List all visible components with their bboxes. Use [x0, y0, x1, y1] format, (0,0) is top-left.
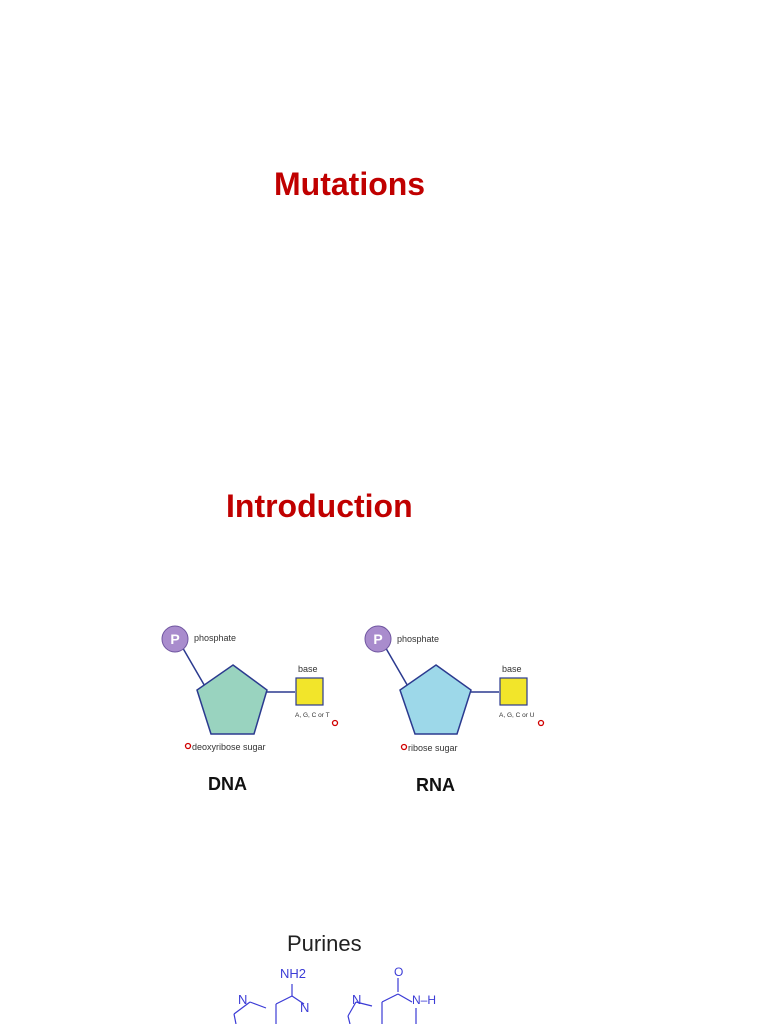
- rna-sugar-marker: [400, 743, 408, 751]
- dna-phosphate-symbol: P: [170, 631, 179, 647]
- purine-structures: NH2 N N O N N–H: [233, 965, 436, 1024]
- guanine-o-label: O: [394, 965, 403, 979]
- rna-phosphate-circle: [364, 625, 392, 653]
- dna-sugar-pentagon: [196, 664, 268, 735]
- slide-title-mutations: Mutations: [274, 166, 426, 202]
- adenine-structure: [233, 984, 305, 1024]
- guanine-n-left: N: [352, 992, 361, 1007]
- dna-nucleotide: P phosphate base A, G, C or T deoxyribos…: [161, 625, 339, 752]
- rna-sugar-label: ribose sugar: [408, 743, 458, 753]
- guanine-nh-label: N–H: [412, 993, 436, 1007]
- dna-base-label: base: [298, 664, 318, 674]
- rna-base-marker: [537, 719, 545, 727]
- rna-nucleotide: P phosphate base A, G, C or U ribose sug…: [364, 625, 545, 753]
- dna-base-square: [295, 677, 324, 706]
- nucleotide-diagram: P phosphate base A, G, C or T deoxyribos…: [161, 625, 545, 753]
- adenine-n-right: N: [300, 1000, 309, 1015]
- guanine-structure: [347, 978, 417, 1024]
- adenine-n-left: N: [238, 992, 247, 1007]
- dna-phosphate-circle: [161, 625, 189, 653]
- adenine-nh2-label: NH2: [280, 966, 306, 981]
- rna-base-label: base: [502, 664, 522, 674]
- purines-heading: Purines: [287, 931, 362, 956]
- dna-base-marker: [331, 719, 339, 727]
- dna-bases-text: A, G, C or T: [295, 712, 330, 719]
- dna-phosphate-label: phosphate: [194, 633, 236, 643]
- dna-sugar-marker: [184, 742, 192, 750]
- dna-caption: DNA: [208, 774, 247, 794]
- rna-phosphate-label: phosphate: [397, 634, 439, 644]
- rna-phosphate-symbol: P: [373, 631, 382, 647]
- slide-title-introduction: Introduction: [226, 488, 413, 524]
- rna-base-square: [499, 677, 528, 706]
- rna-caption: RNA: [416, 775, 455, 795]
- dna-sugar-label: deoxyribose sugar: [192, 742, 266, 752]
- rna-bases-text: A, G, C or U: [499, 712, 535, 719]
- rna-sugar-pentagon: [399, 664, 472, 735]
